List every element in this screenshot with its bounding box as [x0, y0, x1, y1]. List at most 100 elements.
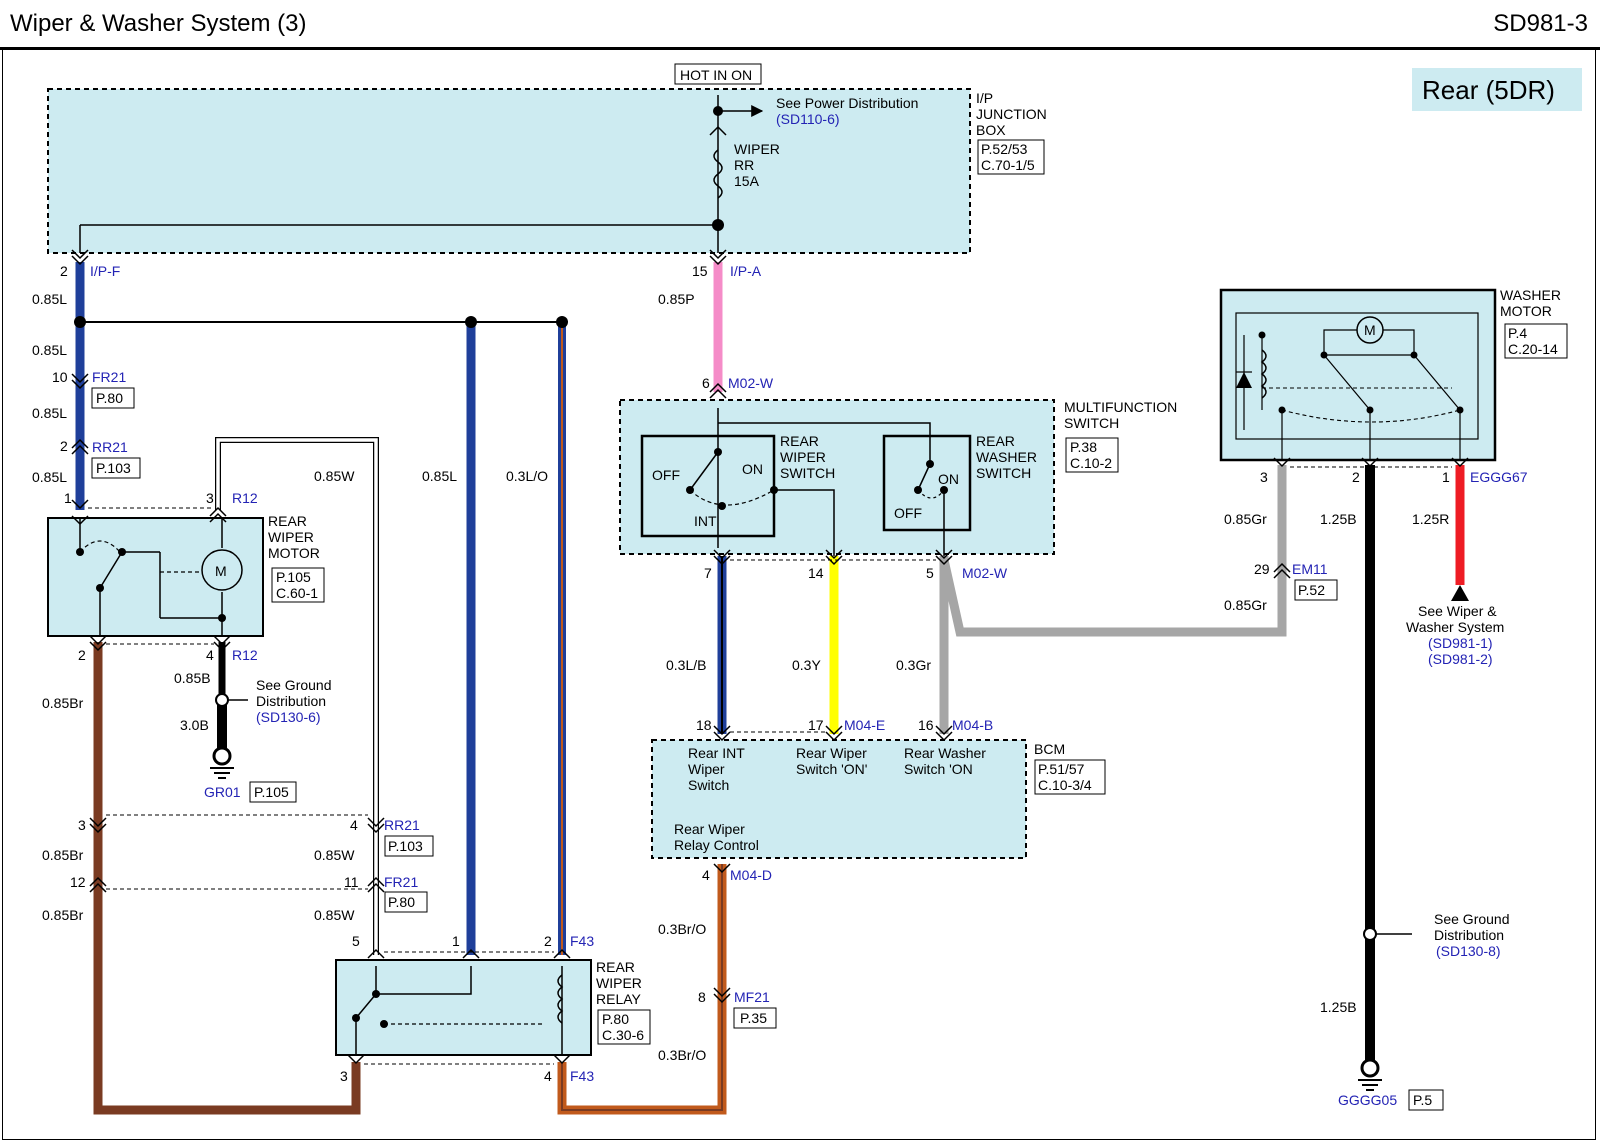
bcm-wash-1: Rear Washer	[904, 745, 986, 761]
rr21-top-name: RR21	[92, 439, 128, 455]
wire-label: 1.25B	[1320, 999, 1357, 1015]
wire-label: 0.85Gr	[1224, 511, 1267, 527]
em11-pin: 29	[1254, 561, 1270, 577]
multifunction-switch-box	[619, 399, 1055, 555]
see-wiper-ref-1: (SD981-1)	[1428, 635, 1493, 651]
wire-label: 0.85P	[658, 291, 695, 307]
fr21-top-ref: P.80	[96, 390, 123, 406]
see-ground-2-line2: Distribution	[1434, 927, 1504, 943]
fr21-mid-pin-12: 12	[70, 874, 86, 890]
bcm-int-3: Switch	[688, 777, 729, 793]
r12-pin-2: 2	[78, 647, 86, 663]
connector-chevrons	[71, 125, 1469, 1065]
rwsh-label-2: WASHER	[976, 449, 1037, 465]
rws-on: ON	[742, 461, 763, 477]
junction-box-name-3: BOX	[976, 122, 1006, 138]
rear-washer-switch-box	[882, 434, 972, 532]
wire-label: 0.3L/B	[666, 657, 706, 673]
relay-pin-4: 4	[544, 1068, 552, 1084]
m02w-pin-14: 14	[808, 565, 824, 581]
wire-label: 1.25R	[1412, 511, 1449, 527]
wire-label: 0.85L	[32, 469, 67, 485]
m02w-top-name: M02-W	[728, 375, 774, 391]
wire-label: 0.85W	[314, 468, 355, 484]
see-ground-1-line2: Distribution	[256, 693, 326, 709]
rr21-top-pin: 2	[60, 438, 68, 454]
rws-label-1: REAR	[780, 433, 819, 449]
r12-top-name: R12	[232, 490, 258, 506]
mf21-pin: 8	[698, 989, 706, 1005]
wire-label: 0.3Y	[792, 657, 821, 673]
mfs-ref-1: P.38	[1070, 439, 1097, 455]
em11-name: EM11	[1292, 561, 1328, 577]
page-title: Wiper & Washer System (3)	[10, 10, 307, 37]
relay-top-name: F43	[570, 933, 594, 949]
fuse-label-1: WIPER	[734, 141, 780, 157]
rr21-mid-ref: P.103	[388, 838, 423, 854]
ground-gggg05-icon	[1358, 1058, 1382, 1091]
fr21-mid-name: FR21	[384, 874, 418, 890]
bcm-pin-17: 17	[808, 717, 824, 733]
see-power-dist: See Power Distribution	[776, 95, 918, 111]
washer-pin-2: 2	[1352, 469, 1360, 485]
see-wiper-2: Washer System	[1406, 619, 1504, 635]
junction-box-name-1: I/P	[976, 90, 993, 106]
m02w-pin-7: 7	[704, 565, 712, 581]
wire-label: 0.85L	[422, 468, 457, 484]
rwm-name-2: WIPER	[268, 529, 314, 545]
m02w-pin-5: 5	[926, 565, 934, 581]
bcm-wsw-2: Switch 'ON'	[796, 761, 867, 777]
rr21-mid-pin-3: 3	[78, 817, 86, 833]
bcm-pin-18: 18	[696, 717, 712, 733]
rwm-name-1: REAR	[268, 513, 307, 529]
wire-label: 0.85L	[32, 405, 67, 421]
rwsh-label-3: SWITCH	[976, 465, 1031, 481]
wire-label: 0.3Br/O	[658, 1047, 706, 1063]
junction-box-ref-2: C.70-1/5	[981, 157, 1035, 173]
see-ground-2-line1: See Ground	[1434, 911, 1510, 927]
ipf-pin: 2	[60, 263, 68, 279]
rws-int: INT	[694, 513, 717, 529]
mfs-name-1: MULTIFUNCTION	[1064, 399, 1177, 415]
wire-label: 0.85W	[314, 907, 355, 923]
multifunction-switch-internals	[686, 448, 948, 510]
svg-text:M: M	[215, 563, 227, 579]
bcm-m04b: M04-B	[952, 717, 993, 733]
junction-box-name-2: JUNCTION	[976, 106, 1047, 122]
relay-name-3: RELAY	[596, 991, 642, 1007]
rwm-ref-1: P.105	[276, 569, 311, 585]
bcm-relay-2: Relay Control	[674, 837, 759, 853]
fr21-mid-ref: P.80	[388, 894, 415, 910]
bcm-int-2: Wiper	[688, 761, 725, 777]
see-power-ref: (SD110-6)	[776, 111, 840, 127]
washer-motor-ref-2: C.20-14	[1508, 341, 1558, 357]
relay-pin-5: 5	[352, 933, 360, 949]
rwm-name-3: MOTOR	[268, 545, 320, 561]
relay-pin-2: 2	[544, 933, 552, 949]
bcm-wash-2: Switch 'ON	[904, 761, 973, 777]
wire-label: 0.85Br	[42, 695, 84, 711]
fr21-mid-pin-11: 11	[344, 874, 359, 890]
rear-wiper-motor-internals: M	[76, 518, 243, 636]
em11-ref: P.52	[1298, 582, 1325, 598]
ipa-name: I/P-A	[730, 263, 762, 279]
rws-label-3: SWITCH	[780, 465, 835, 481]
r12-bot-name: R12	[232, 647, 258, 663]
fr21-top-name: FR21	[92, 369, 126, 385]
rwsh-on: ON	[938, 471, 959, 487]
wire-label: 0.85Br	[42, 847, 84, 863]
ipa-pin: 15	[692, 263, 708, 279]
egg67-name: EGGG67	[1470, 469, 1528, 485]
ipf-name: I/P-F	[90, 263, 120, 279]
variant-label: Rear (5DR)	[1422, 75, 1555, 105]
fuse-label-3: 15A	[734, 173, 760, 189]
bcm-name: BCM	[1034, 741, 1065, 757]
svg-text:M: M	[1364, 322, 1376, 338]
bcm-wsw-1: Rear Wiper	[796, 745, 867, 761]
bcm-out-pin: 4	[702, 867, 710, 883]
rear-wiper-motor-icon	[201, 549, 243, 591]
rwm-ref-2: C.60-1	[276, 585, 318, 601]
gggg05-ref: P.5	[1413, 1092, 1432, 1108]
